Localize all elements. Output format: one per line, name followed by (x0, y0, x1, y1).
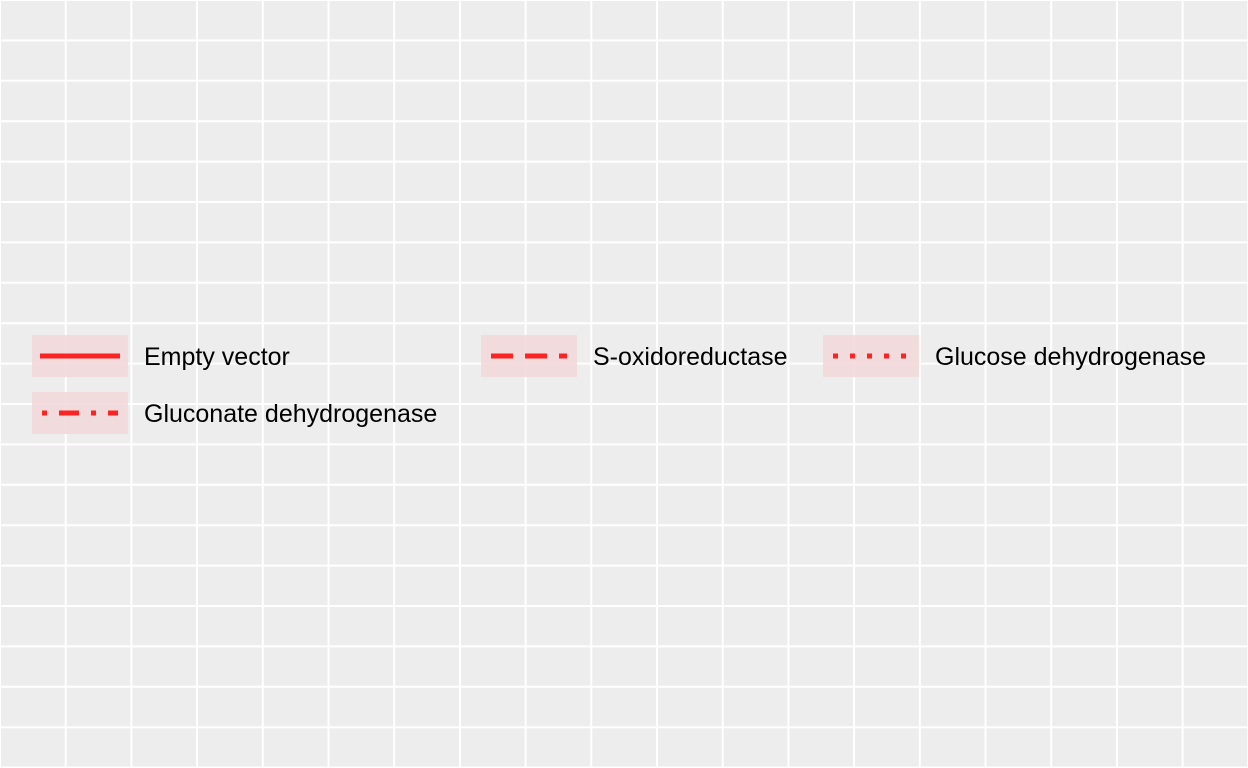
legend-key-gluconate-dehydrogenase (32, 392, 128, 434)
legend-label-s-oxidoreductase: S-oxidoreductase (593, 343, 788, 371)
legend-label-glucose-dehydrogenase: Glucose dehydrogenase (935, 343, 1207, 371)
legend-swatch-solid (40, 353, 120, 359)
legend-swatch-dotdash (42, 410, 118, 416)
legend-swatch-dashed (491, 353, 567, 359)
legend-key-s-oxidoreductase (481, 335, 577, 377)
legend-label-empty-vector: Empty vector (144, 343, 290, 371)
legend-swatch-dotted (833, 353, 909, 359)
legend-key-empty-vector (32, 335, 128, 377)
legend-key-glucose-dehydrogenase (823, 335, 919, 377)
legend-label-gluconate-dehydrogenase: Gluconate dehydrogenase (144, 400, 438, 428)
